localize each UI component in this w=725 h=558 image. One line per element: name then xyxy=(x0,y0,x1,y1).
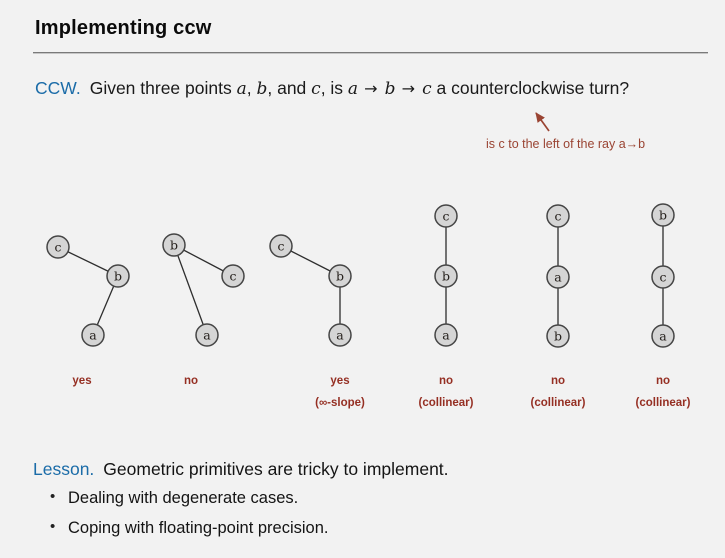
node-yes-infinite-slope-b xyxy=(328,264,352,288)
node-label-a: a xyxy=(442,328,450,343)
case-label-yes: yes xyxy=(72,375,91,387)
case-label-no-collinear-3: no xyxy=(656,375,670,387)
bullet-item: Dealing with degenerate cases. xyxy=(48,488,328,509)
node-label-c: c xyxy=(277,239,284,254)
ccw-segment-arrow: → xyxy=(395,79,423,98)
ccw-segment-text: , xyxy=(246,78,257,98)
bullet-text: Coping with floating-point precision. xyxy=(68,518,329,537)
title-rule xyxy=(33,52,708,54)
ccw-segment-math: a xyxy=(347,79,359,99)
node-no-collinear-3-a xyxy=(651,324,675,348)
ccw-segment-math: c xyxy=(311,79,321,99)
node-no-collinear-3-c xyxy=(651,265,675,289)
edge-yes-ba xyxy=(92,275,119,336)
node-yes-b xyxy=(106,264,130,288)
node-no-c xyxy=(221,264,245,288)
case-label-yes-infinite-slope: yes xyxy=(330,375,349,387)
ccw-segment-text: Given three points xyxy=(89,78,237,98)
ccw-segment-text: , is xyxy=(320,78,348,98)
node-yes-infinite-slope-c xyxy=(269,234,293,258)
node-yes-a xyxy=(81,323,105,347)
case-label-no: no xyxy=(184,375,198,387)
node-label-c: c xyxy=(229,269,236,284)
node-label-b: b xyxy=(659,208,667,223)
ccw-segment-math: a xyxy=(236,79,247,99)
node-label-a: a xyxy=(89,328,97,343)
node-no-collinear-2-a xyxy=(546,265,570,289)
node-label-c: c xyxy=(554,209,561,224)
case-label-no-collinear-2: (collinear) xyxy=(531,397,586,409)
node-label-b: b xyxy=(114,269,122,284)
node-no-a xyxy=(195,323,219,347)
node-label-a: a xyxy=(336,328,344,343)
lesson-statement: Lesson. Geometric primitives are tricky t… xyxy=(33,459,449,480)
ccw-segment-text: , and xyxy=(267,78,312,98)
node-label-c: c xyxy=(659,270,666,285)
bullet-list: Dealing with degenerate cases. Coping wi… xyxy=(48,488,328,547)
edge-no-bc xyxy=(173,244,234,277)
edge-yes-cb xyxy=(57,246,119,277)
case-label-no-collinear-1: (collinear) xyxy=(419,397,474,409)
lesson-lead: Lesson. xyxy=(33,459,95,479)
node-no-collinear-1-b xyxy=(434,264,458,288)
ccw-lead: CCW. xyxy=(35,78,81,98)
node-label-a: a xyxy=(203,328,211,343)
edge-no-ba xyxy=(173,244,208,336)
case-label-yes-infinite-slope: (∞-slope) xyxy=(315,397,365,409)
node-yes-infinite-slope-a xyxy=(328,323,352,347)
node-no-collinear-3-b xyxy=(651,203,675,227)
node-no-collinear-1-c xyxy=(434,204,458,228)
ccw-sentence: Given three points a, b, and c, is a → b… xyxy=(89,78,630,99)
node-label-b: b xyxy=(554,329,562,344)
page-title: Implementing ccw xyxy=(35,17,212,39)
bullet-text: Dealing with degenerate cases. xyxy=(68,489,299,507)
node-no-collinear-2-b xyxy=(546,324,570,348)
case-label-no-collinear-1: no xyxy=(439,375,453,387)
point-cases: c b a yes b c a no c b a yes (∞-slope) c b a no (collinea… xyxy=(46,203,691,409)
ccw-segment-math: c xyxy=(422,79,432,99)
node-label-c: c xyxy=(442,209,449,224)
ccw-segment-text: a counterclockwise turn? xyxy=(431,78,630,98)
node-label-a: a xyxy=(554,270,562,285)
node-yes-c xyxy=(46,235,70,259)
case-label-no-collinear-2: no xyxy=(551,375,565,387)
edge-yes-infinite-slope-cb xyxy=(280,245,341,277)
ccw-segment-math: b xyxy=(384,79,396,99)
node-label-b: b xyxy=(170,238,178,253)
node-label-a: a xyxy=(659,329,667,344)
ccw-segment-math: b xyxy=(256,79,268,99)
node-no-collinear-2-c xyxy=(546,204,570,228)
annotation-label: is c to the left of the ray a→b xyxy=(486,137,646,151)
annotation-arrow-line xyxy=(535,112,550,132)
node-label-b: b xyxy=(336,269,344,284)
lesson-text: Geometric primitives are tricky to imple… xyxy=(103,459,449,479)
node-no-collinear-1-a xyxy=(434,323,458,347)
ccw-statement: CCW.Given three points a, b, and c, is a… xyxy=(35,78,629,99)
node-label-c: c xyxy=(54,240,61,255)
case-label-no-collinear-3: (collinear) xyxy=(636,397,691,409)
node-label-b: b xyxy=(442,269,450,284)
node-no-b xyxy=(162,233,186,257)
annotation-arrow-icon xyxy=(535,112,550,132)
ccw-segment-arrow: → xyxy=(358,79,385,98)
bullet-item: Coping with floating-point precision. xyxy=(48,518,328,539)
